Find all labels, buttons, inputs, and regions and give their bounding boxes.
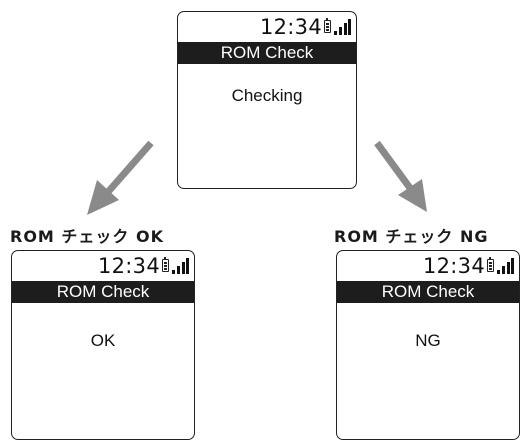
screen-checking: 12:34 ROM Check Checking	[177, 11, 357, 189]
screen-ok: 12:34 ROM Check OK	[11, 250, 195, 440]
screen-title-bar: ROM Check	[337, 281, 519, 303]
battery-icon	[162, 257, 169, 272]
signal-strength-icon	[497, 258, 514, 274]
caption-ok: ROM チェック OK	[10, 227, 164, 246]
signal-strength-icon	[172, 258, 189, 274]
clock-time: 12:34	[422, 254, 485, 278]
status-message: NG	[415, 331, 441, 350]
clock-time: 12:34	[259, 15, 322, 39]
caption-ng: ROM チェック NG	[334, 227, 489, 246]
battery-icon	[487, 257, 494, 272]
screen-title-bar: ROM Check	[178, 42, 356, 64]
status-bar: 12:34	[178, 12, 356, 42]
arrow-to-ok	[87, 140, 154, 215]
screen-ng: 12:34 ROM Check NG	[336, 250, 520, 440]
battery-icon	[324, 18, 331, 33]
signal-strength-icon	[334, 19, 351, 35]
clock-time: 12:34	[97, 254, 160, 278]
status-bar: 12:34	[12, 251, 194, 281]
status-message: OK	[90, 331, 116, 350]
screen-title-bar: ROM Check	[12, 281, 194, 303]
status-bar: 12:34	[337, 251, 519, 281]
status-message: Checking	[231, 86, 303, 105]
arrow-to-ng	[374, 140, 427, 212]
